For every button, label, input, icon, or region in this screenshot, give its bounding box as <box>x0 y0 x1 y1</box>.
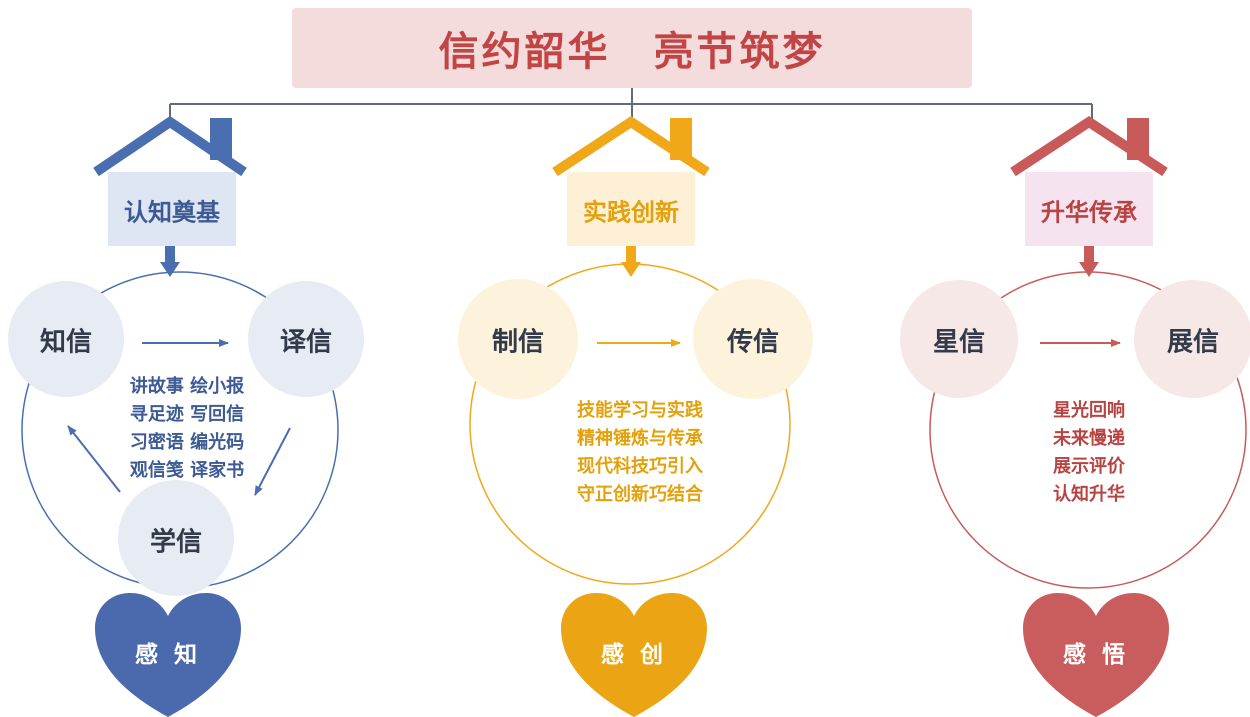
house-label-1: 认知奠基 <box>124 198 220 227</box>
arrow-xuexin-to-zhixin <box>67 425 121 493</box>
down-arrow-2 <box>621 246 641 277</box>
heart-shape-3 <box>1023 593 1169 717</box>
house-label-3: 升华传承 <box>1041 198 1137 227</box>
list-item: 习密语 编光码 <box>129 432 245 453</box>
activity-list-1: 讲故事 绘小报 寻足迹 写回信 习密语 编光码 观信笺 译家书 <box>130 373 244 485</box>
node-label-chuanxin: 传信 <box>726 327 780 358</box>
main-title: 信约韶华 亮节筑梦 <box>438 29 826 75</box>
node-label-xingxin: 星信 <box>932 327 986 358</box>
list-item: 守正创新巧结合 <box>577 484 703 505</box>
activity-list-3: 星光回响 未来慢递 展示评价 认知升华 <box>1053 397 1125 509</box>
list-item: 技能学习与实践 <box>577 400 703 421</box>
list-item: 观信笺 译家书 <box>129 460 245 481</box>
node-circle-zhixin2 <box>458 279 578 399</box>
node-circle-yixin <box>248 281 364 397</box>
node-circle-xingxin <box>900 280 1018 398</box>
node-label-zhanxin: 展信 <box>1166 327 1220 358</box>
down-arrow-3 <box>1079 246 1099 277</box>
list-item: 讲故事 绘小报 <box>129 376 245 397</box>
heart-shape-2 <box>561 593 707 717</box>
heart-label-3: 感 悟 <box>1062 642 1130 668</box>
house-icon-2 <box>552 116 710 246</box>
house-icon-1 <box>93 115 247 246</box>
node-label-yixin: 译信 <box>279 327 333 358</box>
node-label-zhixin: 知信 <box>39 327 93 358</box>
heart-label-1: 感 知 <box>134 642 202 668</box>
cycle-ring-3 <box>929 271 1247 589</box>
node-circle-zhanxin <box>1134 280 1250 398</box>
list-item: 未来慢递 <box>1053 428 1125 449</box>
activity-list-2: 技能学习与实践 精神锤炼与传承 现代科技巧引入 守正创新巧结合 <box>577 397 703 509</box>
heart-shape-1 <box>95 593 241 717</box>
heart-label-2: 感 创 <box>600 642 668 668</box>
node-circle-chuanxin <box>693 279 813 399</box>
node-circle-xuexin <box>118 480 234 596</box>
cycle-ring-2 <box>469 263 791 585</box>
list-item: 星光回响 <box>1053 400 1125 421</box>
title-banner: 信约韶华 亮节筑梦 <box>292 8 972 88</box>
house-icon-3 <box>1010 116 1168 246</box>
list-item: 寻足迹 写回信 <box>129 404 245 425</box>
arrow-yixin-to-xuexin <box>254 427 291 496</box>
list-item: 精神锤炼与传承 <box>577 428 703 449</box>
list-item: 现代科技巧引入 <box>577 456 703 477</box>
house-label-2: 实践创新 <box>583 198 679 227</box>
down-arrow-1 <box>160 246 180 277</box>
node-label-xuexin: 学信 <box>149 527 203 558</box>
list-item: 展示评价 <box>1053 456 1125 477</box>
list-item: 认知升华 <box>1053 484 1125 505</box>
node-label-zhixin2: 制信 <box>491 327 545 358</box>
node-circle-zhixin <box>8 281 124 397</box>
